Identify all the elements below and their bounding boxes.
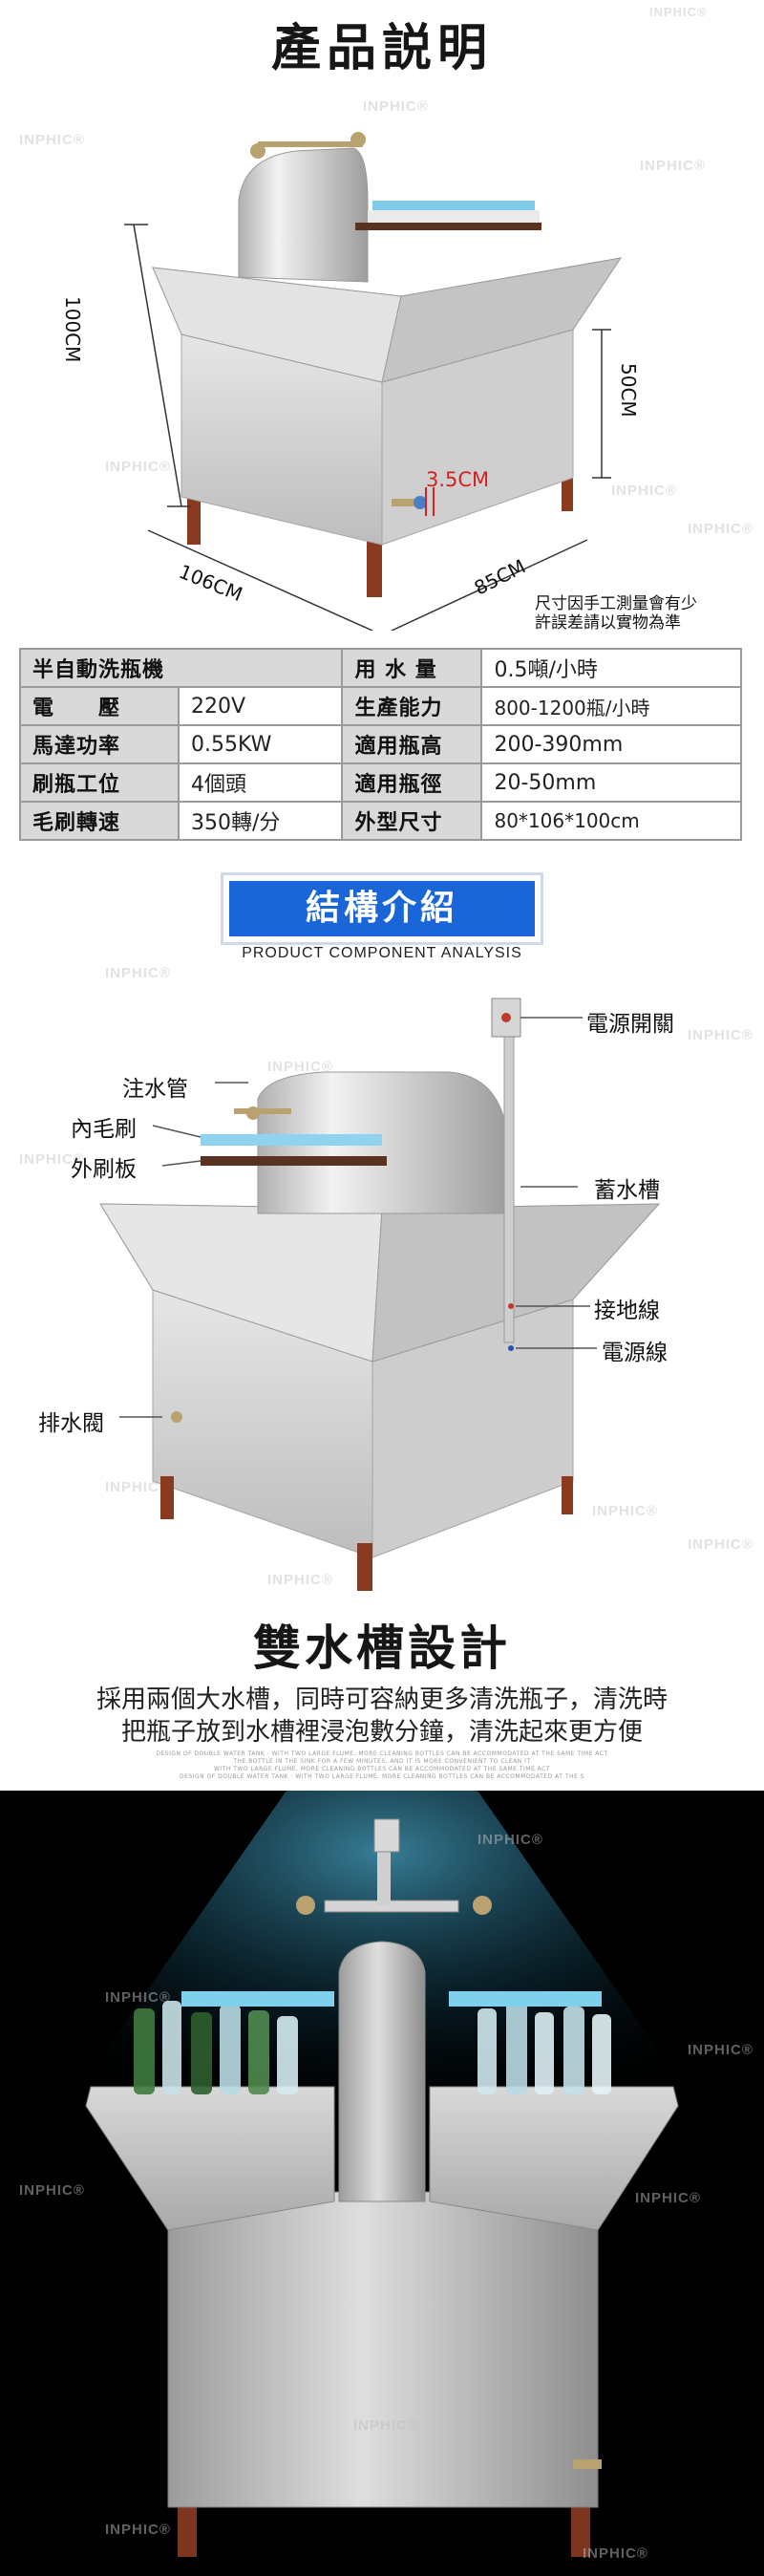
section-title-structure: 結構介紹 <box>229 881 535 936</box>
spec-key: 適用瓶高 <box>341 724 483 764</box>
watermark: INPHIC® <box>640 158 706 174</box>
watermark: INPHIC® <box>353 2417 419 2434</box>
label-outer-brush: 外刷板 <box>71 1157 137 1182</box>
watermark: INPHIC® <box>688 521 753 537</box>
spec-value: 80*106*100cm <box>480 801 742 841</box>
table-row: 刷瓶工位 4個頭 適用瓶徑 20-50mm <box>19 762 742 803</box>
watermark: INPHIC® <box>267 1059 333 1075</box>
section-title-double-tank: 雙水槽設計 <box>253 1621 511 1676</box>
watermark: INPHIC® <box>105 2522 171 2538</box>
watermark: INPHIC® <box>105 1479 171 1495</box>
dim-height-label: 100CM <box>61 296 84 363</box>
spec-key: 毛刷轉速 <box>19 801 180 841</box>
watermark: INPHIC® <box>635 2190 701 2206</box>
machine-name-cell: 半自動洗瓶機 <box>18 648 344 688</box>
spec-key: 馬達功率 <box>19 724 180 764</box>
label-inlet-pipe: 注水管 <box>122 1077 188 1102</box>
label-power-cord: 電源線 <box>602 1341 668 1365</box>
watermark: INPHIC® <box>478 1832 543 1848</box>
machine-structure-drawing <box>99 998 661 1591</box>
dim-pipe-label: 3.5CM <box>426 468 490 491</box>
watermark: INPHIC® <box>688 1027 753 1043</box>
machine-dimension-drawing <box>124 132 623 631</box>
spec-key: 用 水 量 <box>341 648 483 688</box>
spec-table: 半自動洗瓶機 用 水 量 0.5噸/小時 電 壓 220V 生產能力 800-1… <box>18 648 742 841</box>
spec-key: 適用瓶徑 <box>341 762 483 803</box>
spec-value: 350轉/分 <box>177 801 344 841</box>
dim-sink-height-label: 50CM <box>617 363 640 418</box>
watermark: INPHIC® <box>105 1989 171 2006</box>
double-tank-illustration <box>0 1791 764 2557</box>
table-row: 毛刷轉速 350轉/分 外型尺寸 80*106*100cm <box>19 801 742 841</box>
fine-print-4: DESIGN OF DOUBLE WATER TANK · WITH TWO L… <box>179 1773 585 1780</box>
label-water-tank: 蓄水槽 <box>594 1178 660 1203</box>
spec-value: 4個頭 <box>177 762 344 803</box>
spec-value: 0.5噸/小時 <box>480 648 742 688</box>
watermark: INPHIC® <box>19 132 85 148</box>
label-inner-brush: 內毛刷 <box>71 1117 137 1142</box>
spec-value: 20-50mm <box>480 762 742 803</box>
watermark: INPHIC® <box>611 483 677 499</box>
fine-print-3: WITH TWO LARGE FLUME, MORE CLEANING BOTT… <box>213 1766 551 1772</box>
spec-key: 電 壓 <box>19 686 180 726</box>
fine-print-2: THE BOTTLE IN THE SINK FOR A FEW MINUTES… <box>233 1758 531 1765</box>
fine-print-1: DESIGN OF DOUBLE WATER TANK · WITH TWO L… <box>156 1750 608 1757</box>
spec-key: 生產能力 <box>341 686 483 726</box>
label-drain-valve: 排水閥 <box>38 1411 104 1436</box>
watermark: INPHIC® <box>649 5 708 19</box>
spec-key: 外型尺寸 <box>341 801 483 841</box>
table-row: 電 壓 220V 生產能力 800-1200瓶/小時 <box>19 686 742 726</box>
label-ground-wire: 接地線 <box>594 1299 660 1323</box>
double-tank-photo: INPHIC® INPHIC® INPHIC® INPHIC® INPHIC® … <box>0 1791 764 2576</box>
watermark: INPHIC® <box>105 965 171 981</box>
watermark: INPHIC® <box>592 1503 658 1519</box>
note-line-2: 許誤差請以實物為準 <box>535 613 681 633</box>
watermark: INPHIC® <box>19 2182 85 2199</box>
spec-value: 0.55KW <box>177 724 344 764</box>
watermark: INPHIC® <box>19 1151 85 1168</box>
table-row: 馬達功率 0.55KW 適用瓶高 200-390mm <box>19 724 742 764</box>
watermark: INPHIC® <box>583 2545 648 2562</box>
measurement-note: 尺寸因手工測量會有少 許誤差請以實物為準 <box>535 594 697 633</box>
table-row: 半自動洗瓶機 用 水 量 0.5噸/小時 <box>18 648 742 688</box>
spec-value: 200-390mm <box>480 724 742 764</box>
watermark: INPHIC® <box>267 1572 333 1588</box>
note-line-1: 尺寸因手工測量會有少 <box>535 594 697 613</box>
section-title-product: 產品説明 <box>270 20 493 77</box>
description-line-2: 把瓶子放到水槽裡浸泡數分鐘，清洗起來更方便 <box>120 1718 643 1747</box>
watermark: INPHIC® <box>363 98 429 115</box>
spec-value: 800-1200瓶/小時 <box>480 686 742 726</box>
watermark: INPHIC® <box>105 459 171 475</box>
watermark: INPHIC® <box>688 2042 753 2058</box>
section-subtitle-structure: PRODUCT COMPONENT ANALYSIS <box>242 945 522 961</box>
spec-value: 220V <box>177 686 344 726</box>
watermark: INPHIC® <box>688 1536 753 1553</box>
description-line-1: 採用兩個大水槽，同時可容納更多清洗瓶子，清洗時 <box>96 1685 668 1714</box>
label-power-switch: 電源開關 <box>586 1012 674 1037</box>
spec-key: 刷瓶工位 <box>19 762 180 803</box>
